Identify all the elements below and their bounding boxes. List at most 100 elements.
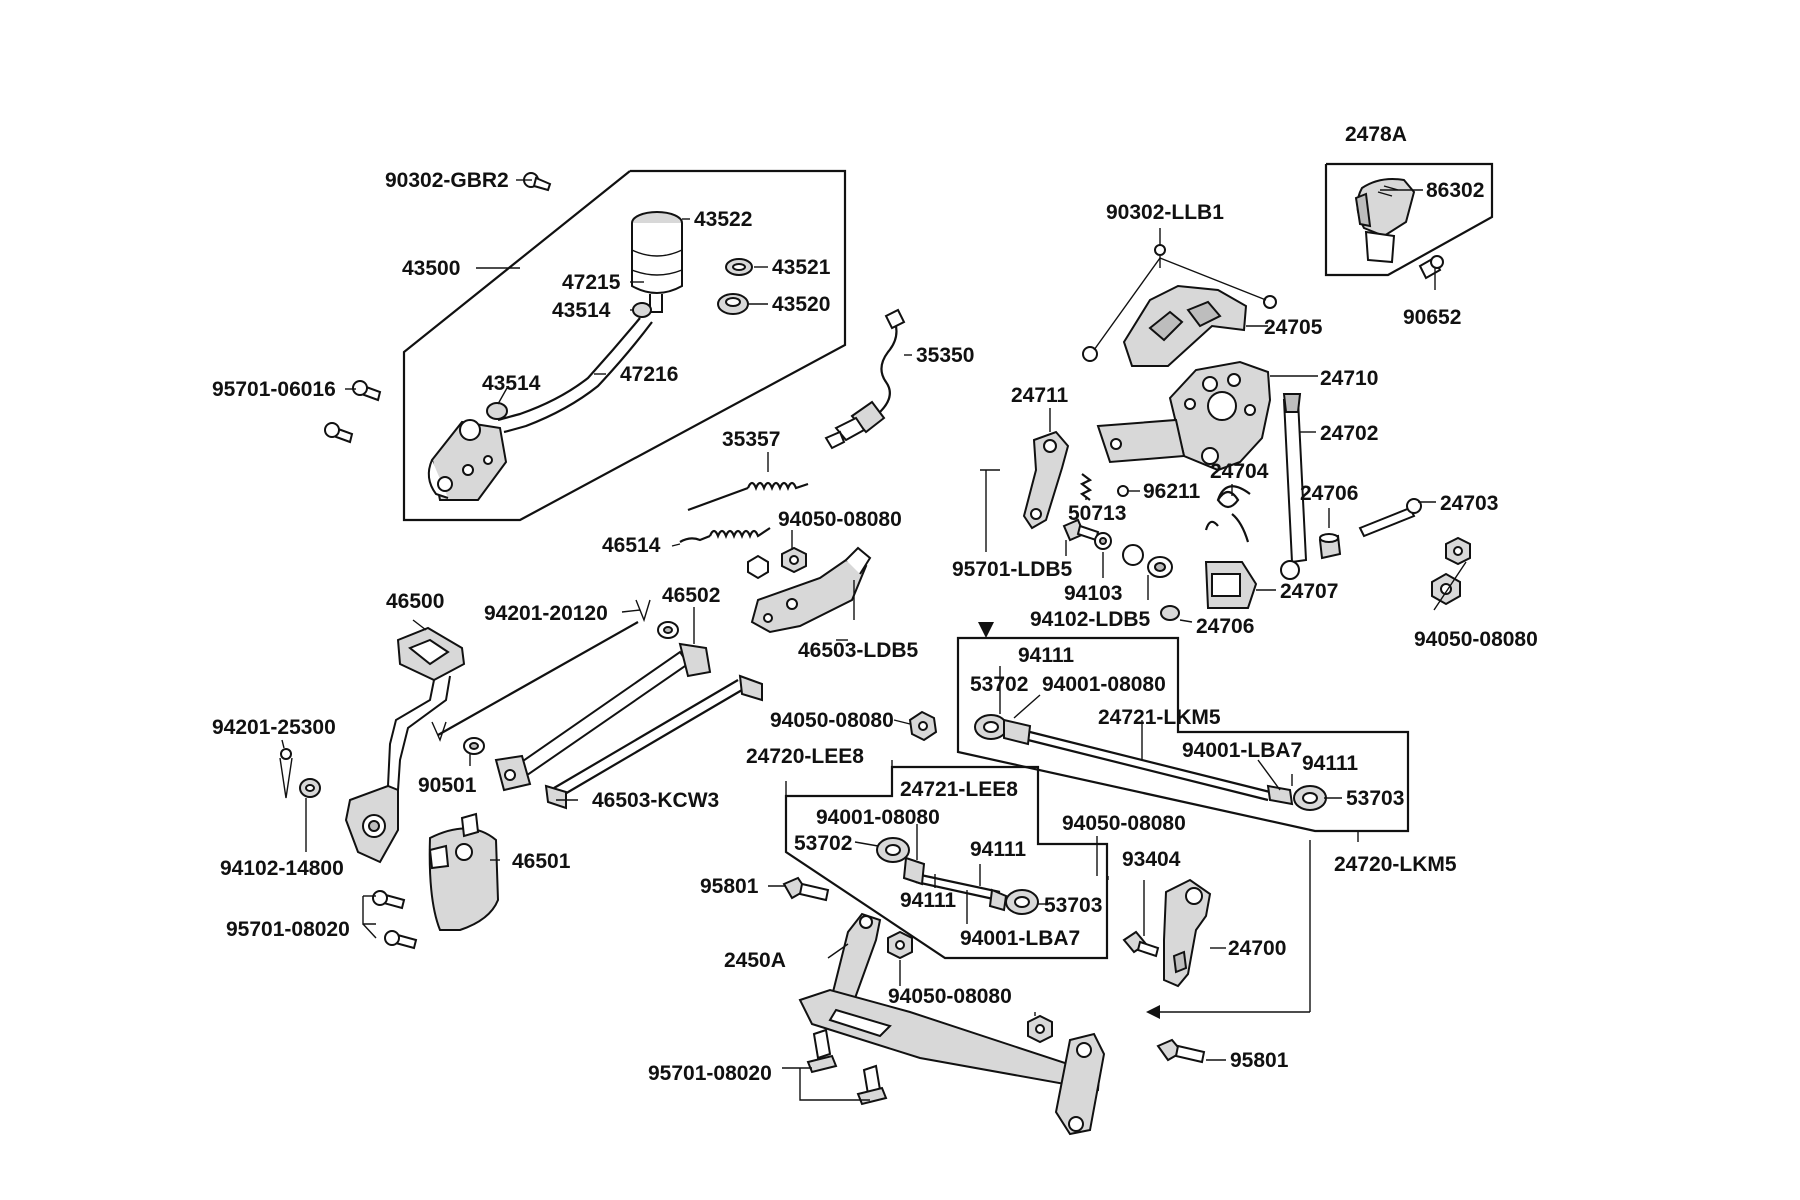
brake-pedal-46500 [344, 626, 466, 864]
label-86302: 86302 [1426, 179, 1484, 202]
label-95701-08020-a: 95701-08020 [226, 918, 350, 941]
label-24705: 24705 [1264, 316, 1323, 339]
leader-lines [281, 179, 1467, 1101]
label-43514-a: 43514 [552, 299, 611, 322]
label-53703-b: 53703 [1346, 787, 1404, 810]
label-46503-KCW3: 46503-KCW3 [592, 789, 719, 812]
label-94102-14800: 94102-14800 [220, 857, 344, 880]
label-94050-08080-a: 94050-08080 [778, 508, 902, 531]
nut-94050-08080-c [908, 710, 938, 742]
label-46514: 46514 [602, 534, 661, 557]
label-94201-20120: 94201-20120 [484, 602, 608, 625]
label-94001-LBA7-b: 94001-LBA7 [1182, 739, 1302, 762]
arm-24700 [1163, 878, 1212, 988]
clamp-43514-upper [632, 302, 652, 318]
arrowheads [978, 622, 1160, 1019]
label-94111-d: 94111 [1302, 752, 1358, 775]
label-95701-08020-b: 95701-08020 [648, 1062, 772, 1085]
label-94050-08080-c: 94050-08080 [888, 985, 1012, 1008]
cover-46501 [428, 812, 500, 931]
label-43522: 43522 [694, 208, 752, 231]
label-90302-LLB1: 90302-LLB1 [1106, 201, 1224, 224]
label-46501: 46501 [512, 850, 571, 873]
label-96211: 96211 [1143, 480, 1201, 503]
label-24720-LEE8: 24720-LEE8 [746, 745, 864, 768]
bracket-46503-LDB5 [750, 546, 872, 634]
rod-24721-LEE8 [876, 837, 1039, 915]
link-line-46500 [437, 621, 639, 736]
label-95701-LDB5: 95701-LDB5 [952, 558, 1073, 581]
label-50713: 50713 [1068, 502, 1126, 525]
label-2478A: 2478A [1345, 123, 1407, 146]
spacer-24706-b [1160, 605, 1180, 621]
group-box-24720-LEE8 [784, 765, 1109, 960]
label-24721-LKM5: 24721-LKM5 [1098, 706, 1221, 729]
washer-43521 [725, 258, 753, 276]
label-35350: 35350 [916, 344, 974, 367]
spacer-24706-a [1318, 533, 1342, 560]
label-94050-08080-e: 94050-08080 [1062, 812, 1186, 835]
gate-24705 [1122, 284, 1248, 367]
label-24706-a: 24706 [1300, 482, 1358, 505]
label-43521: 43521 [772, 256, 831, 279]
label-94001-LBA7-a: 94001-LBA7 [960, 927, 1080, 950]
label-24703: 24703 [1440, 492, 1498, 515]
cotter-pin-rod-end [431, 721, 447, 742]
cotter-pin-94201-20120 [635, 599, 651, 623]
label-53703-a: 53703 [1044, 894, 1102, 917]
label-94001-08080-b: 94001-08080 [1042, 673, 1166, 696]
part-labels: 2478A 86302 90652 90302-GBR2 43522 43521… [212, 123, 1538, 1085]
shift-arm-2450A [798, 912, 1106, 1136]
washer-90501 [463, 737, 485, 755]
label-94111-a: 94111 [970, 838, 1026, 861]
nut-94050-08080-d [887, 930, 913, 960]
bolt-95701-08020-d [856, 1064, 888, 1106]
label-94001-08080-a: 94001-08080 [816, 806, 940, 829]
label-95701-06016: 95701-06016 [212, 378, 336, 401]
screw-90302-GBR2 [523, 172, 552, 192]
bolt-95701-06016-b [324, 422, 354, 444]
clamp-43514-lower [486, 402, 508, 420]
spring-50713 [1079, 473, 1093, 501]
screw-90652 [1418, 255, 1444, 280]
label-24707: 24707 [1280, 580, 1338, 603]
label-94102-LDB5: 94102-LDB5 [1030, 608, 1151, 631]
washer-94102-LDB5 [1122, 544, 1173, 578]
label-94103: 94103 [1064, 582, 1122, 605]
grommet-43520 [717, 293, 749, 315]
rod-24721-LKM5 [974, 714, 1327, 811]
rod-46502 [494, 642, 712, 792]
bolt-95701-08020-c [806, 1028, 838, 1074]
group-box-43500 [402, 169, 847, 522]
shift-knob-2478A [1354, 178, 1416, 264]
shaft-24703 [1358, 498, 1422, 538]
nut-94050-08080-e [1027, 1014, 1053, 1044]
label-46503-LDB5: 46503-LDB5 [798, 639, 919, 662]
group-box-24720-LKM5 [956, 636, 1410, 833]
spring-35357 [687, 481, 809, 512]
washer-94103 [1094, 532, 1112, 550]
label-47215: 47215 [562, 271, 621, 294]
label-24704: 24704 [1210, 460, 1269, 483]
nut-94050-08080-b [747, 554, 769, 580]
label-94111-c: 94111 [1018, 644, 1074, 667]
label-46502: 46502 [662, 584, 720, 607]
label-24720-LKM5: 24720-LKM5 [1334, 853, 1457, 876]
bolt-95801-b [1156, 1038, 1206, 1064]
reservoir-43522 [631, 211, 683, 313]
washer-top-46502 [657, 621, 679, 639]
label-35357: 35357 [722, 428, 780, 451]
bolt-95701-06016-a [352, 380, 382, 402]
label-24706-b: 24706 [1196, 615, 1254, 638]
rod-46503-KCW3 [544, 674, 763, 810]
label-24702: 24702 [1320, 422, 1378, 445]
arm-24711 [1022, 430, 1070, 530]
label-94050-08080-d: 94050-08080 [1414, 628, 1538, 651]
label-53702-b: 53702 [970, 673, 1028, 696]
cotter-pin-94201-25300 [279, 748, 293, 799]
label-95801-b: 95801 [1230, 1049, 1289, 1072]
screw-90302-LLB1 [1082, 244, 1277, 362]
nut-94050-08080-g [1445, 536, 1471, 566]
bracket-24707 [1204, 561, 1258, 609]
